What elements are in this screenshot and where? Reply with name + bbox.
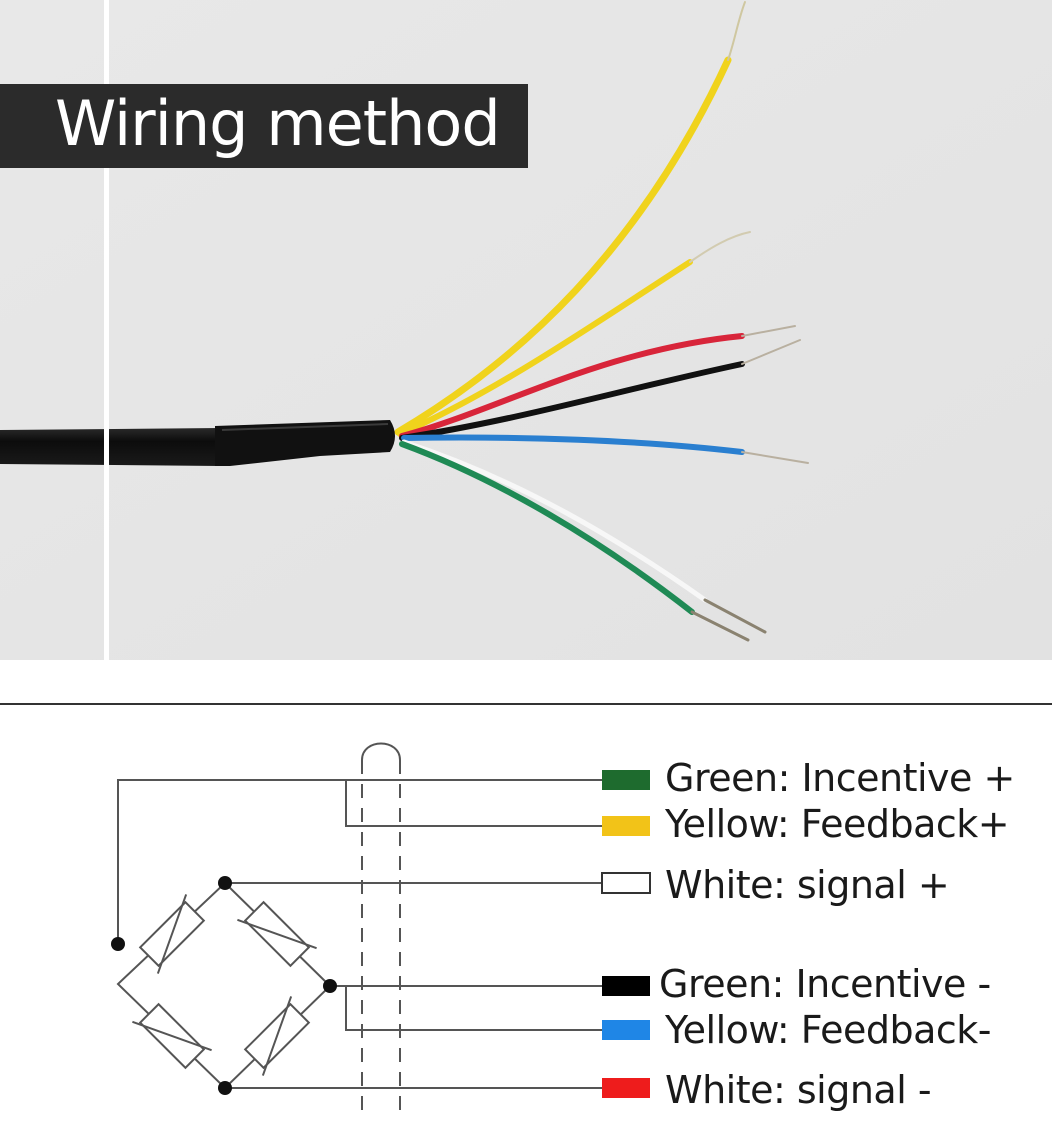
wire-yellow-2: [397, 259, 693, 437]
resistor-top-left: [138, 894, 206, 974]
line-feedback-plus: [345, 780, 602, 827]
wire-white: [401, 439, 708, 603]
legend-label-signal-minus: White: signal -: [665, 1068, 932, 1112]
wire-blue-tip: [741, 451, 809, 464]
title-banner: [0, 84, 528, 168]
swatch-signal-minus: [602, 1078, 650, 1098]
wire-green-tip: [690, 610, 750, 642]
resistor-bottom-left: [132, 1002, 212, 1070]
legend-label-feedback-plus: Yellow: Feedback+: [665, 802, 1010, 846]
line-incentive-plus: [117, 779, 602, 944]
swatch-incentive-plus: [602, 770, 650, 790]
wire-white-tip: [703, 598, 767, 634]
swatch-incentive-minus: [602, 976, 650, 996]
wire-yellow-2-tip: [689, 231, 751, 263]
swatch-feedback-plus: [602, 816, 650, 836]
wire-yellow-1-tip: [727, 1, 746, 61]
diagram-background: [0, 660, 1052, 1144]
resistor-bottom-right: [243, 996, 311, 1076]
legend-label-feedback-minus: Yellow: Feedback-: [665, 1008, 991, 1052]
node-bottom: [218, 1081, 232, 1095]
legend-label-signal-plus: White: signal +: [665, 863, 950, 907]
photo-divider-line: [104, 0, 109, 660]
wire-red-tip: [741, 325, 796, 337]
cable-heatshrink-highlight: [221, 423, 389, 431]
shield-top-cap: [361, 742, 401, 761]
wire-black-tip: [741, 339, 801, 365]
resistor-top-right: [237, 900, 317, 968]
swatch-feedback-minus: [602, 1020, 650, 1040]
wire-blue: [401, 434, 745, 455]
node-left: [111, 937, 125, 951]
node-right: [323, 979, 337, 993]
node-top: [218, 876, 232, 890]
wire-yellow-1: [394, 56, 732, 436]
wire-green: [399, 441, 695, 615]
legend-label-incentive-minus: Green: Incentive -: [659, 962, 991, 1006]
cable-jacket: [0, 428, 220, 466]
line-feedback-minus: [345, 986, 602, 1031]
legend-label-incentive-plus: Green: Incentive +: [665, 756, 1015, 800]
wire-black: [399, 361, 745, 441]
page-title: Wiring method: [55, 87, 501, 160]
cable-heatshrink: [215, 420, 395, 466]
swatch-signal-plus: [601, 872, 651, 894]
wire-red: [399, 333, 745, 439]
wiring-diagram: [0, 660, 1052, 1144]
